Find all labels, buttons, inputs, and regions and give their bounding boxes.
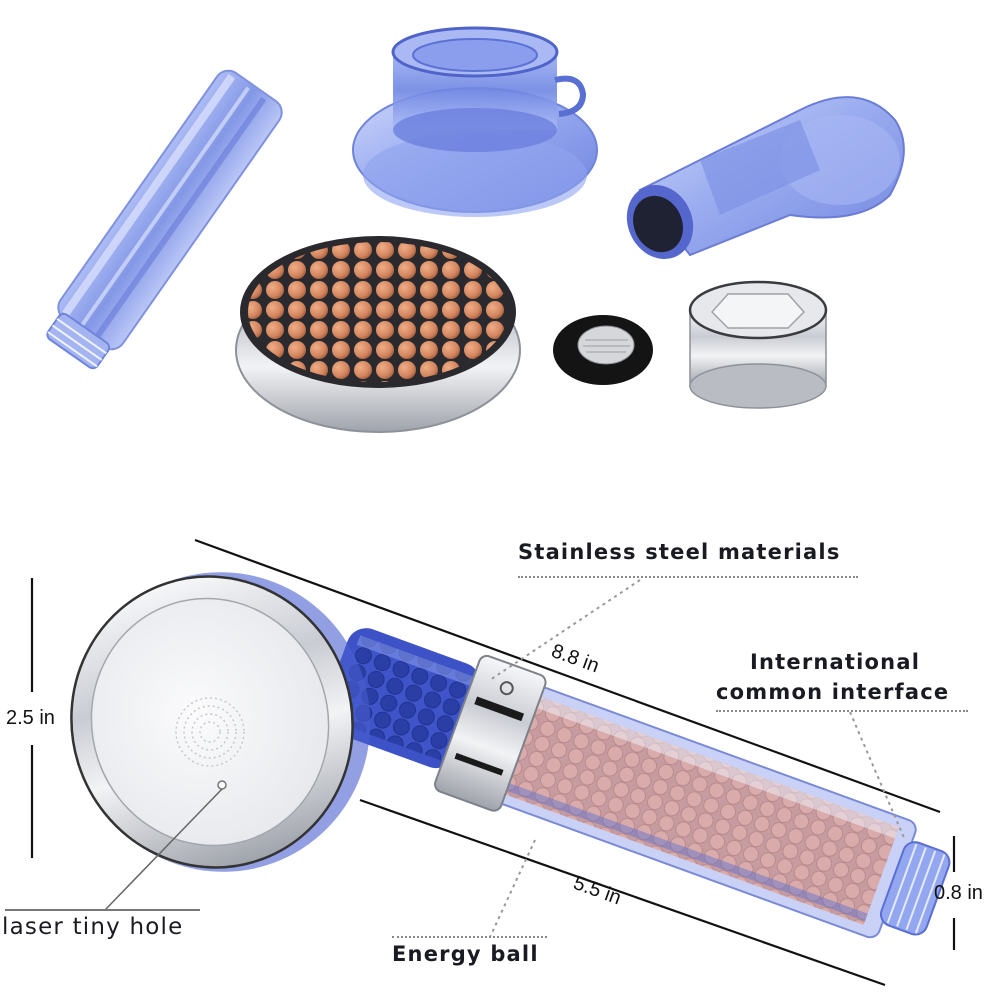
handle-neck bbox=[626, 96, 905, 259]
ball-chamber-cap bbox=[352, 26, 598, 217]
dimension-head-height: 2.5 in bbox=[6, 707, 55, 729]
dimension-thread-diameter: 0.8 in bbox=[934, 882, 983, 904]
mesh-washer bbox=[553, 315, 653, 385]
dimension-lines bbox=[30, 538, 956, 987]
chrome-connector bbox=[688, 280, 828, 409]
interface-underline bbox=[716, 710, 968, 712]
stainless-steel-label: Stainless steel materials bbox=[518, 540, 841, 564]
energy-ball-label: Energy ball bbox=[392, 942, 539, 966]
nozzle-rings bbox=[175, 697, 245, 767]
laser-hole-label: laser tiny hole bbox=[2, 914, 184, 940]
filter-cartridge-tube bbox=[46, 69, 283, 370]
interface-label-line1: International bbox=[750, 650, 921, 674]
callout-leaders bbox=[5, 579, 906, 938]
stainless-underline bbox=[518, 576, 858, 578]
shower-head-assembled bbox=[70, 572, 951, 939]
energy-underline bbox=[392, 936, 547, 938]
interface-label-line2: common interface bbox=[716, 680, 950, 704]
energy-ball-tray bbox=[235, 236, 521, 433]
